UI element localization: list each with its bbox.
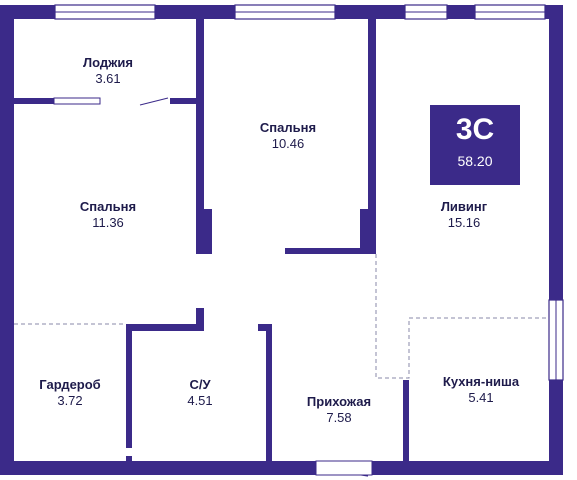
room-name: Гардероб (39, 377, 101, 392)
room-name: Лоджия (83, 55, 133, 70)
room-name: Ливинг (440, 199, 488, 214)
windows (54, 4, 564, 381)
room-name: С/У (189, 377, 211, 392)
room-name: Прихожая (306, 394, 372, 409)
room-hallway: Прихожая 7.58 (307, 394, 371, 427)
apartment-badge: 3С 58.20 (430, 105, 520, 185)
room-area: 5.41 (468, 390, 494, 406)
entrance-door-gap (315, 460, 373, 476)
room-name: Кухня-ниша (442, 374, 520, 389)
room-name: Спальня (79, 199, 137, 214)
room-area: 7.58 (326, 410, 352, 426)
room-area: 15.16 (447, 215, 481, 231)
room-kitchen: Кухня-ниша 5.41 (443, 374, 519, 407)
wall-marks (70, 448, 153, 456)
room-area: 3.61 (95, 71, 121, 87)
walls (0, 5, 563, 475)
room-bedroom-2: Спальня 11.36 (80, 199, 136, 232)
loggia-door (53, 97, 101, 105)
room-name: Спальня (259, 120, 317, 135)
room-living: Ливинг 15.16 (441, 199, 487, 232)
loggia-door-swing (139, 97, 169, 106)
room-bedroom-1: Спальня 10.46 (260, 120, 316, 153)
apartment-type: 3С (455, 113, 495, 146)
room-wardrobe: Гардероб 3.72 (39, 377, 100, 410)
window-glass-lines (55, 11, 557, 380)
room-loggia: Лоджия 3.61 (83, 55, 133, 88)
room-area: 3.72 (57, 393, 83, 409)
apartment-total-area: 58.20 (457, 153, 493, 169)
zone-lines (14, 254, 549, 379)
room-bathroom: С/У 4.51 (187, 377, 212, 410)
room-area: 4.51 (187, 393, 213, 409)
room-area: 11.36 (92, 215, 124, 231)
room-area: 10.46 (271, 136, 305, 152)
